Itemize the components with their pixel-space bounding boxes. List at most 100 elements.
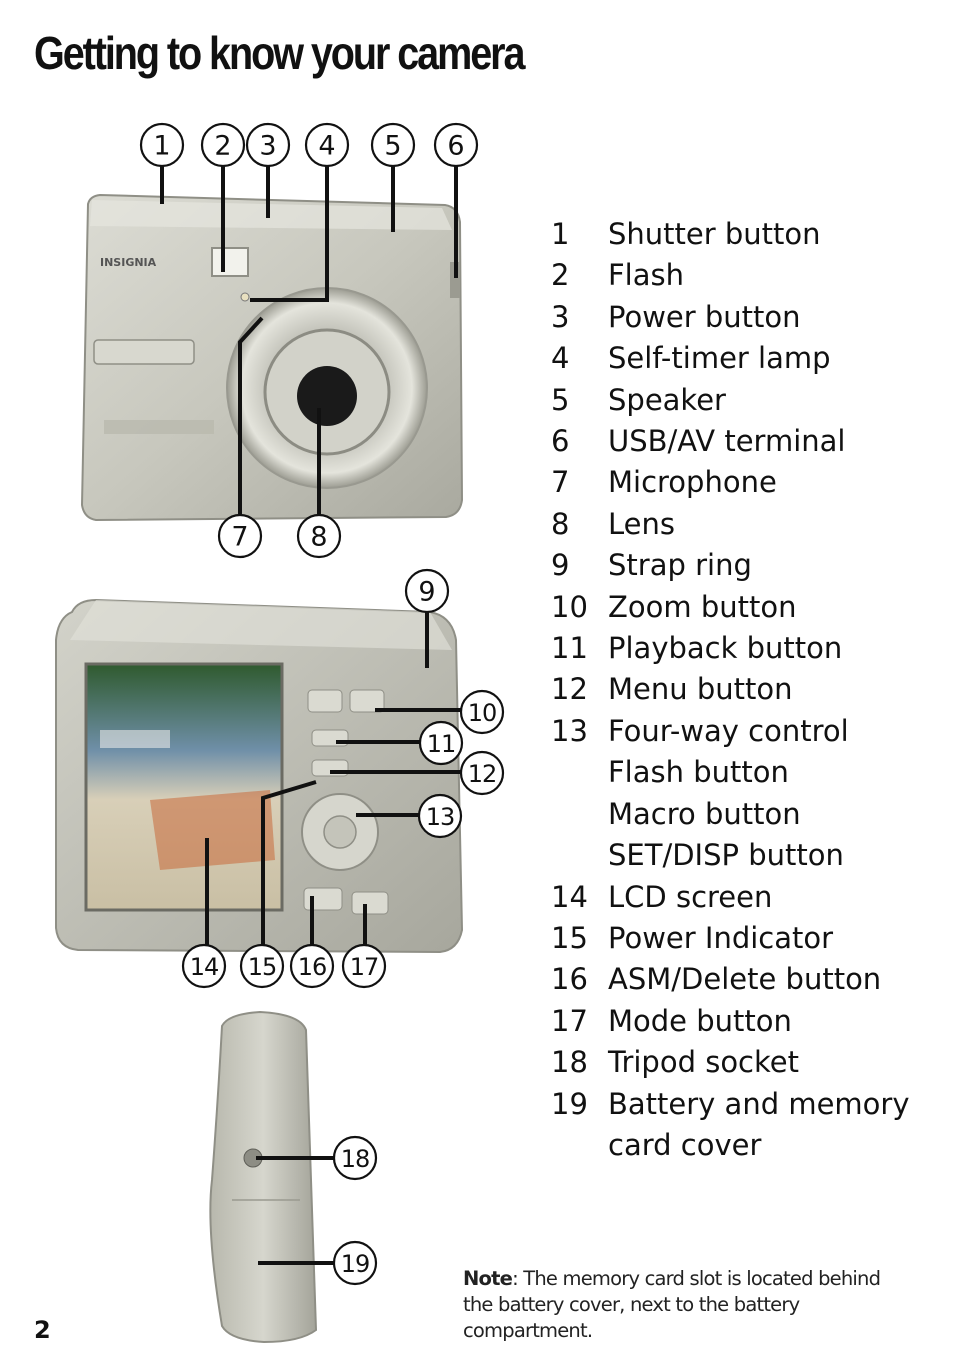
legend-item: 16 ASM/Delete button [551, 959, 910, 1000]
legend-number: 2 [551, 258, 570, 293]
lcd-screen [84, 662, 284, 912]
legend-number: 3 [551, 299, 570, 334]
legend-label: Shutter button [608, 217, 821, 251]
legend-label: ASM/Delete button [608, 962, 882, 997]
callout-15: 15 [239, 943, 285, 989]
svg-text:13: 13 [426, 803, 455, 831]
legend-label: Mode button [608, 1003, 792, 1038]
svg-text:18: 18 [341, 1145, 370, 1173]
legend-item: Macro button [551, 794, 910, 835]
legend-number: 1 [551, 217, 570, 251]
legend-label: Power button [608, 299, 801, 334]
svg-text:15: 15 [248, 953, 277, 981]
note-label: Note [463, 1267, 513, 1290]
legend-label: Flash button [608, 755, 789, 790]
svg-text:10: 10 [468, 699, 497, 727]
legend-label: Flash [608, 258, 684, 293]
legend-item: 8 Lens [551, 504, 910, 545]
legend-number: 8 [551, 506, 570, 541]
usb-av-terminal [450, 262, 460, 298]
legend-item: card cover [551, 1125, 910, 1166]
self-timer-lamp [240, 292, 250, 302]
lens-glass [297, 366, 357, 426]
legend-label: Menu button [608, 672, 793, 707]
flash-window [211, 247, 249, 277]
legend-label: LCD screen [608, 879, 773, 914]
legend-number: 9 [551, 548, 570, 583]
callout-18: 18 [332, 1135, 378, 1181]
legend-label: Zoom button [608, 589, 797, 624]
callout-10: 10 [459, 689, 505, 735]
callout-1: 1 [139, 122, 185, 168]
svg-text:4: 4 [318, 131, 335, 162]
legend-item: 11 Playback button [551, 628, 910, 669]
callout-17: 17 [341, 943, 387, 989]
legend-label: Speaker [608, 382, 726, 417]
svg-text:6: 6 [447, 131, 464, 162]
callout-6: 6 [433, 122, 479, 168]
legend-number: 16 [551, 962, 588, 997]
legend-number: 13 [551, 713, 588, 748]
note-text: : The memory card slot is located behind… [463, 1267, 881, 1342]
callout-2: 2 [200, 122, 246, 168]
svg-text:17: 17 [350, 953, 379, 981]
legend-number: 7 [551, 465, 570, 500]
legend-number: 15 [551, 920, 588, 955]
callout-5: 5 [370, 122, 416, 168]
legend-number: 11 [551, 631, 588, 666]
legend-item: 9 Strap ring [551, 545, 910, 586]
legend-label: Tripod socket [608, 1045, 799, 1080]
legend-label: card cover [608, 1127, 762, 1162]
svg-text:14: 14 [190, 953, 219, 981]
svg-text:5: 5 [384, 131, 401, 162]
callout-4: 4 [304, 122, 350, 168]
megapixel-label [104, 420, 214, 434]
camera-front-view: INSIGNIA [80, 193, 464, 522]
callout-9: 9 [404, 568, 450, 614]
callout-16: 16 [289, 943, 335, 989]
callout-12: 12 [459, 750, 505, 796]
legend-number [551, 835, 608, 876]
legend-number: 10 [551, 589, 588, 624]
legend-number [551, 752, 608, 793]
asm-delete-button [303, 887, 343, 911]
legend-item: 12 Menu button [551, 669, 910, 710]
legend-label: SET/DISP button [608, 838, 844, 873]
svg-text:1: 1 [153, 131, 170, 162]
legend-label: Playback button [608, 631, 843, 666]
callout-14: 14 [181, 943, 227, 989]
callout-8: 8 [296, 513, 342, 559]
legend-item: 15 Power Indicator [551, 918, 910, 959]
legend-item: 5 Speaker [551, 380, 910, 421]
camera-back-view [55, 598, 464, 954]
legend-number: 19 [551, 1086, 588, 1121]
legend-label: Four-way control [608, 713, 849, 748]
svg-text:7: 7 [231, 522, 248, 553]
legend-item: 10 Zoom button [551, 587, 910, 628]
page-number: 2 [34, 1316, 51, 1344]
legend-label: Power Indicator [608, 920, 834, 955]
legend-number: 5 [551, 382, 570, 417]
legend-item: 2 Flash [551, 255, 910, 296]
callout-13: 13 [417, 793, 463, 839]
callout-7: 7 [217, 513, 263, 559]
zoom-button [307, 689, 343, 713]
callout-3: 3 [245, 122, 291, 168]
legend-label: Macro button [608, 796, 801, 831]
legend-label: Strap ring [608, 548, 752, 583]
legend-item: Flash button [551, 752, 910, 793]
legend-item: SET/DISP button [551, 835, 910, 876]
callout-19: 19 [332, 1240, 378, 1286]
legend-number: 14 [551, 879, 588, 914]
legend-number [551, 794, 608, 835]
legend-label: Lens [608, 506, 675, 541]
legend-number: 12 [551, 672, 588, 707]
svg-text:16: 16 [298, 953, 327, 981]
